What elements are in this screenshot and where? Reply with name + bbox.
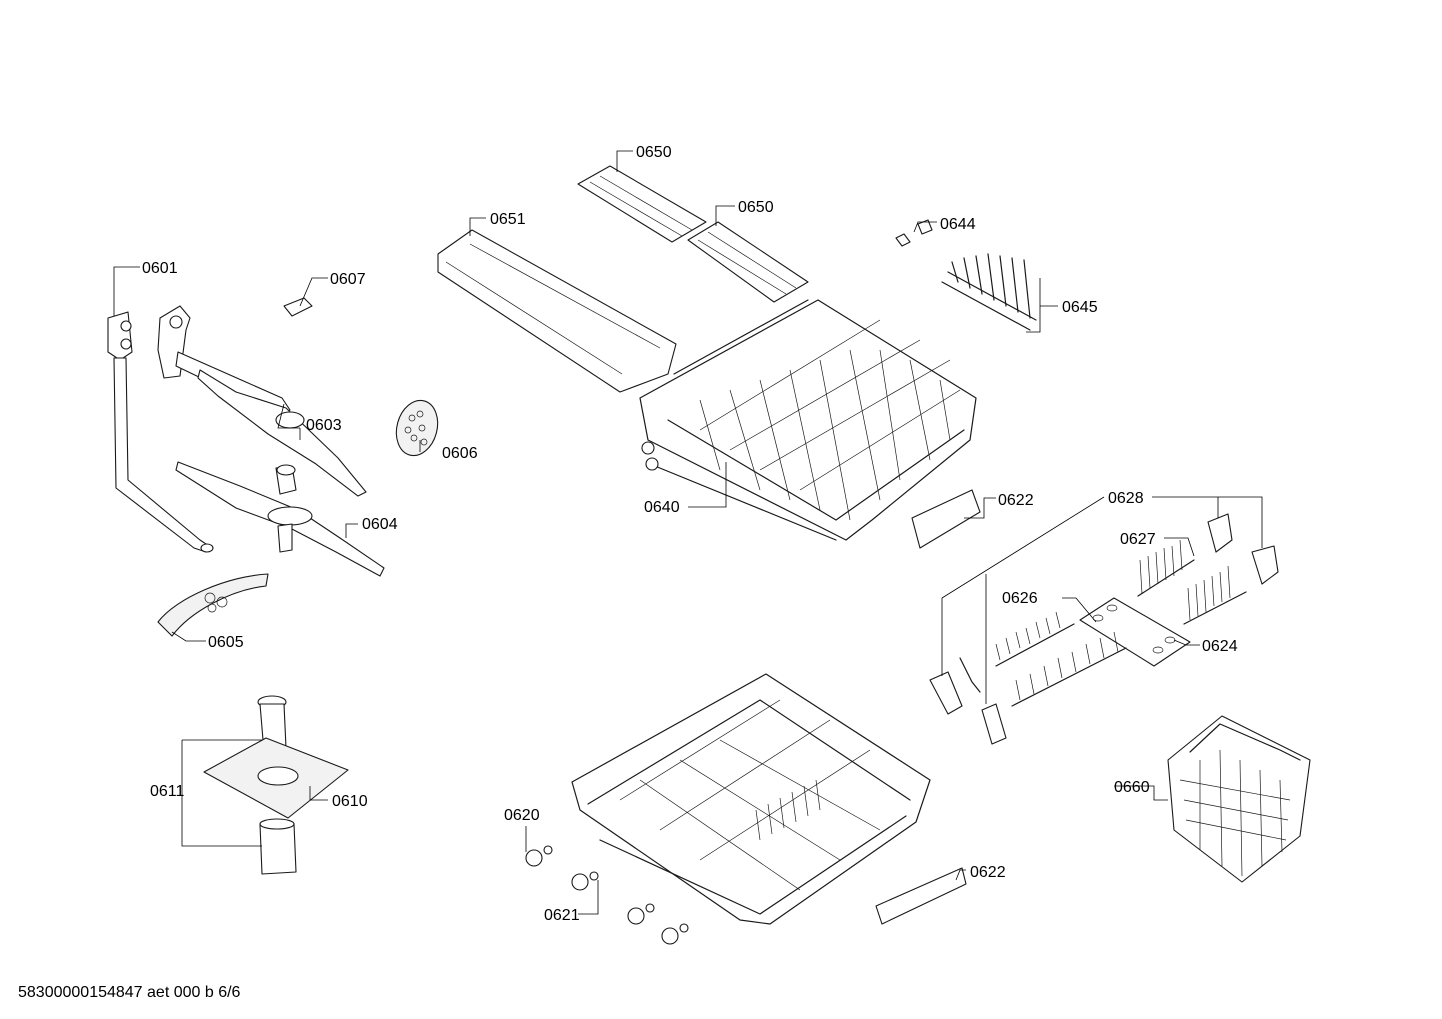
callout-0606: 0606 xyxy=(442,445,478,462)
part-lower-spray-arm xyxy=(175,461,385,577)
callout-0624: 0624 xyxy=(1202,638,1238,655)
part-clip xyxy=(283,297,313,317)
callout-0660: 0660 xyxy=(1114,779,1150,796)
callout-0645: 0645 xyxy=(1062,299,1098,316)
part-spray-pipe xyxy=(107,311,214,553)
part-rack-insert-top xyxy=(577,165,707,243)
part-upper-basket xyxy=(639,299,977,541)
part-filter-assembly xyxy=(203,695,349,875)
part-wheels xyxy=(525,845,689,945)
part-rack-insert-bottom xyxy=(687,221,809,303)
part-lower-basket xyxy=(571,673,931,925)
callout-0651: 0651 xyxy=(490,211,526,228)
part-tine-rack-top xyxy=(941,253,1037,331)
part-fold-tines xyxy=(1137,539,1247,625)
leader-lines xyxy=(113,150,1263,915)
part-upper-spray-arm xyxy=(157,305,367,497)
callout-0644: 0644 xyxy=(940,216,976,233)
callout-0640: 0640 xyxy=(644,499,680,516)
callout-0603: 0603 xyxy=(306,417,342,434)
callout-0628: 0628 xyxy=(1108,490,1144,507)
part-filter-plate xyxy=(157,573,269,637)
part-cutlery-basket xyxy=(1167,715,1311,883)
callout-0604: 0604 xyxy=(362,516,398,533)
callout-0610: 0610 xyxy=(332,793,368,810)
part-handle-lower xyxy=(875,867,967,925)
part-bearing-strip xyxy=(1079,597,1191,667)
callout-0607: 0607 xyxy=(330,271,366,288)
part-handle-upper xyxy=(911,489,981,549)
document-id: 58300000154847 aet 000 b 6/6 xyxy=(18,984,241,1001)
callout-0601: 0601 xyxy=(142,260,178,277)
callout-0650-lower: 0650 xyxy=(738,199,774,216)
part-rack-hinges xyxy=(929,513,1279,745)
callout-0605: 0605 xyxy=(208,634,244,651)
callout-0650-upper: 0650 xyxy=(636,144,672,161)
callout-0620: 0620 xyxy=(504,807,540,824)
part-cutlery-tray xyxy=(437,229,677,393)
callout-0627: 0627 xyxy=(1120,531,1156,548)
callout-0611: 0611 xyxy=(150,783,185,800)
part-filter-disc xyxy=(395,399,439,457)
callout-0622-lower: 0622 xyxy=(970,864,1006,881)
callout-0622-upper: 0622 xyxy=(998,492,1034,509)
callout-0621: 0621 xyxy=(544,907,580,924)
part-rack-clips xyxy=(895,219,933,247)
callout-0626: 0626 xyxy=(1002,590,1038,607)
part-tine-rows xyxy=(995,611,1127,707)
